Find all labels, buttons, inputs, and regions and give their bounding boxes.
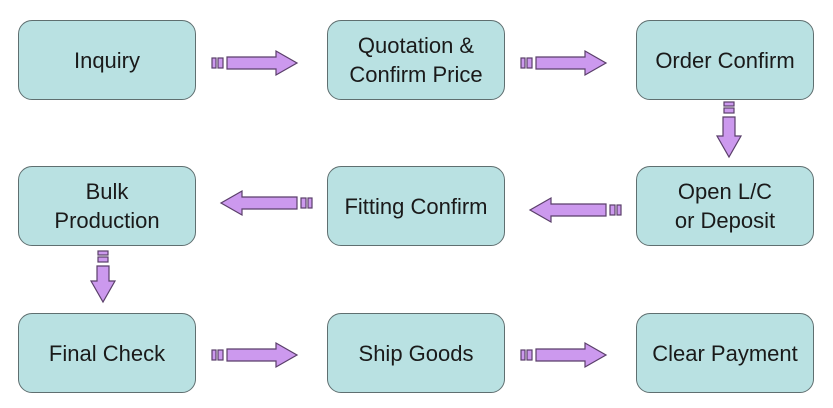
step-open-lc-or-deposit: Open L/C or Deposit [636, 166, 814, 246]
step-clear-payment: Clear Payment [636, 313, 814, 393]
arrow-right-icon [211, 49, 299, 77]
arrow-left-icon [219, 189, 313, 217]
arrow-stripe [723, 107, 735, 114]
arrow-down-icon [89, 250, 117, 304]
arrow-body [528, 196, 607, 224]
arrow-stripe [97, 250, 109, 256]
arrow-body [226, 49, 299, 77]
arrow-stripe [300, 197, 307, 209]
arrow-stripe [609, 204, 616, 216]
arrow-stripe [616, 204, 622, 216]
arrow-right-icon [520, 341, 608, 369]
arrow-stripe [526, 349, 533, 361]
arrow-stripe [97, 256, 109, 263]
arrow-stripe [723, 101, 735, 107]
arrow-stripe [307, 197, 313, 209]
arrow-stripe [526, 57, 533, 69]
arrow-stripe [211, 349, 217, 361]
arrow-stripe [520, 349, 526, 361]
arrow-right-icon [520, 49, 608, 77]
arrow-body [219, 189, 298, 217]
arrow-body [226, 341, 299, 369]
arrow-stripe [217, 57, 224, 69]
arrow-body [715, 116, 743, 159]
arrow-stripe [217, 349, 224, 361]
arrow-down-icon [715, 101, 743, 159]
step-quotation-confirm-price: Quotation & Confirm Price [327, 20, 505, 100]
step-order-confirm: Order Confirm [636, 20, 814, 100]
arrow-left-icon [528, 196, 622, 224]
arrow-body [89, 265, 117, 304]
arrow-stripe [520, 57, 526, 69]
step-ship-goods: Ship Goods [327, 313, 505, 393]
step-final-check: Final Check [18, 313, 196, 393]
arrow-body [535, 49, 608, 77]
step-inquiry: Inquiry [18, 20, 196, 100]
arrow-right-icon [211, 341, 299, 369]
arrow-stripe [211, 57, 217, 69]
arrow-body [535, 341, 608, 369]
step-bulk-production: Bulk Production [18, 166, 196, 246]
step-fitting-confirm: Fitting Confirm [327, 166, 505, 246]
